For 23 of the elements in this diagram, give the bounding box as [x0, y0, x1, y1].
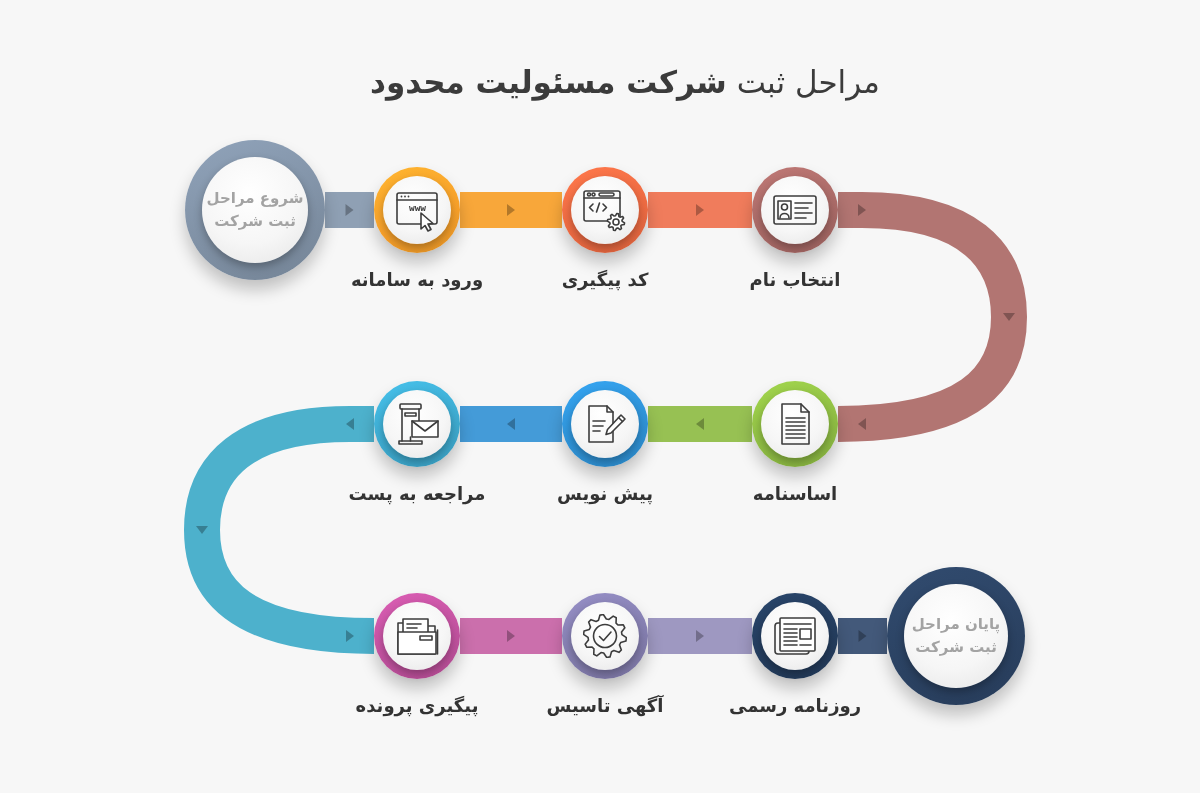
flow-band: [648, 192, 752, 228]
step-label: انتخاب نام: [749, 268, 841, 292]
step-label: روزنامه رسمی: [728, 694, 862, 718]
flow-band: [460, 618, 562, 654]
step-label: مراجعه به پست: [348, 482, 486, 506]
flow-band: [648, 406, 752, 442]
circle-text: شروع مراحل ثبت شرکت: [205, 187, 305, 232]
icon-text: www: [408, 203, 427, 213]
flow-band: [460, 192, 562, 228]
flow-band: [184, 406, 375, 654]
step-label: آگهی تاسیس: [546, 694, 664, 718]
flow-band: [648, 618, 752, 654]
step-label: اساسنامه: [752, 482, 838, 506]
circle-text: پایان مراحل ثبت شرکت: [910, 613, 1002, 658]
diagram-title: مراحل ثبت شرکت مسئولیت محدود: [369, 64, 881, 100]
step-label: پیش نویس: [556, 482, 654, 506]
flow-band: [838, 618, 887, 654]
flow-band: [325, 192, 374, 228]
step-label: ورود به سامانه: [350, 268, 484, 292]
flow-band: [460, 406, 562, 442]
step-label: پیگیری پرونده: [355, 694, 479, 718]
end-circle: [887, 567, 1025, 705]
step-label: کد پیگیری: [561, 268, 649, 292]
